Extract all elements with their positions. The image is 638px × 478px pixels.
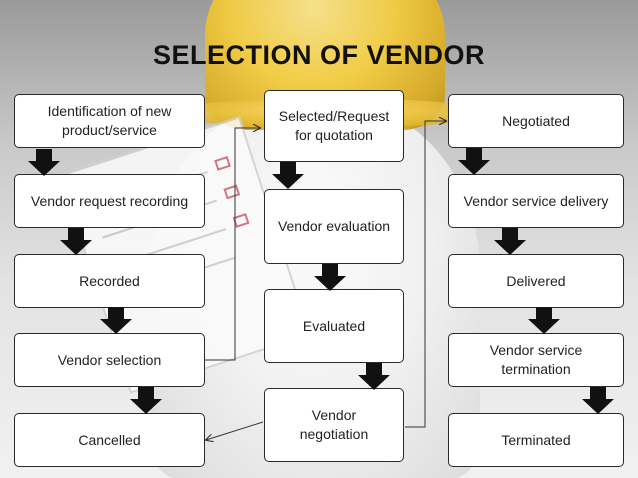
box-identification: Identification of new product/service <box>14 94 205 148</box>
down-arrow-icon <box>130 387 162 414</box>
box-negotiated: Negotiated <box>448 94 624 148</box>
down-arrow-icon <box>582 387 614 414</box>
box-cancelled: Cancelled <box>14 413 205 467</box>
down-arrow-icon <box>458 148 490 175</box>
box-vendor-evaluation: Vendor evaluation <box>264 189 404 264</box>
down-arrow-icon <box>28 149 60 176</box>
checkbox-icon <box>214 156 231 171</box>
box-evaluated: Evaluated <box>264 289 404 363</box>
slide-title: SELECTION OF VENDOR <box>152 40 486 70</box>
box-vendor-negotiation: Vendor negotiation <box>264 388 404 462</box>
box-vendor-service-termination: Vendor service termination <box>448 333 624 387</box>
box-terminated: Terminated <box>448 413 624 467</box>
box-vendor-request-recording: Vendor request recording <box>14 174 205 228</box>
down-arrow-icon <box>314 264 346 291</box>
box-delivered: Delivered <box>448 254 624 308</box>
checkbox-icon <box>223 184 241 200</box>
down-arrow-icon <box>100 307 132 334</box>
down-arrow-icon <box>528 307 560 334</box>
down-arrow-icon <box>272 162 304 189</box>
box-vendor-selection: Vendor selection <box>14 333 205 387</box>
box-vendor-service-delivery: Vendor service delivery <box>448 174 624 228</box>
checkbox-icon <box>232 213 250 228</box>
down-arrow-icon <box>494 228 526 255</box>
down-arrow-icon <box>358 363 390 390</box>
box-selected-request-quotation: Selected/Request for quotation <box>264 90 404 162</box>
down-arrow-icon <box>60 228 92 255</box>
box-recorded: Recorded <box>14 254 205 308</box>
